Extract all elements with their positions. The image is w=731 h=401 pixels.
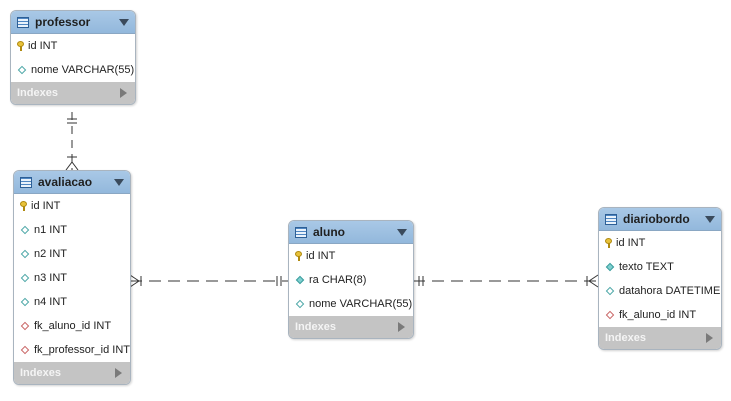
crowfoot-bottom [588, 280, 599, 288]
column-row[interactable]: n1 INT [14, 218, 130, 242]
expand-arrow-icon[interactable] [115, 368, 122, 378]
column-row[interactable]: datahora DATETIME [599, 279, 721, 303]
primary-key-icon [20, 201, 27, 211]
column-icon [20, 249, 30, 259]
column-row[interactable]: fk_professor_id INT [14, 338, 130, 362]
table-professor[interactable]: professor id INT nome VARCHAR(55) Indexe… [10, 10, 136, 105]
column-row[interactable]: fk_aluno_id INT [599, 303, 721, 327]
column-label: n4 INT [34, 296, 68, 308]
column-label: nome VARCHAR(55) [31, 64, 135, 76]
column-label: fk_aluno_id INT [619, 309, 697, 321]
table-name: professor [35, 15, 91, 29]
table-icon [17, 16, 29, 28]
indexes-label: Indexes [17, 87, 58, 99]
crowfoot-top [588, 274, 599, 282]
column-label: n3 INT [34, 272, 68, 284]
crowfoot-right [71, 161, 79, 171]
column-icon [20, 297, 30, 307]
column-label: datahora DATETIME [619, 285, 721, 297]
table-header[interactable]: diariobordo [599, 208, 721, 231]
column-row[interactable]: n4 INT [14, 290, 130, 314]
crowfoot-bottom [129, 280, 140, 288]
table-header[interactable]: aluno [289, 221, 413, 244]
column-row[interactable]: id INT [289, 244, 413, 268]
column-row[interactable]: n2 INT [14, 242, 130, 266]
not-null-column-icon [605, 262, 615, 272]
column-label: texto TEXT [619, 261, 674, 273]
column-row[interactable]: ra CHAR(8) [289, 268, 413, 292]
column-row[interactable]: id INT [14, 194, 130, 218]
indexes-label: Indexes [605, 332, 646, 344]
indexes-section[interactable]: Indexes [289, 316, 413, 338]
column-row[interactable]: nome VARCHAR(55) [289, 292, 413, 316]
collapse-arrow-icon[interactable] [114, 178, 124, 186]
crowfoot-left [65, 161, 73, 171]
column-label: id INT [616, 237, 646, 249]
column-row[interactable]: texto TEXT [599, 255, 721, 279]
primary-key-icon [605, 238, 612, 248]
column-label: ra CHAR(8) [309, 274, 367, 286]
table-name: avaliacao [38, 175, 93, 189]
column-row[interactable]: id INT [11, 34, 135, 58]
column-label: n1 INT [34, 224, 68, 236]
indexes-label: Indexes [295, 321, 336, 333]
expand-arrow-icon[interactable] [706, 333, 713, 343]
table-icon [605, 213, 617, 225]
column-label: nome VARCHAR(55) [309, 298, 413, 310]
indexes-section[interactable]: Indexes [14, 362, 130, 384]
column-row[interactable]: fk_aluno_id INT [14, 314, 130, 338]
column-icon [20, 273, 30, 283]
column-label: fk_aluno_id INT [34, 320, 112, 332]
column-icon [295, 299, 305, 309]
table-header[interactable]: avaliacao [14, 171, 130, 194]
expand-arrow-icon[interactable] [120, 88, 127, 98]
column-row[interactable]: n3 INT [14, 266, 130, 290]
foreign-key-icon [20, 345, 30, 355]
collapse-arrow-icon[interactable] [397, 228, 407, 236]
collapse-arrow-icon[interactable] [119, 18, 129, 26]
column-row[interactable]: id INT [599, 231, 721, 255]
table-avaliacao[interactable]: avaliacao id INT n1 INT n2 INT n3 INT n4… [13, 170, 131, 385]
table-header[interactable]: professor [11, 11, 135, 34]
column-icon [20, 225, 30, 235]
primary-key-icon [17, 41, 24, 51]
indexes-section[interactable]: Indexes [11, 82, 135, 104]
column-icon [17, 65, 27, 75]
primary-key-icon [295, 251, 302, 261]
collapse-arrow-icon[interactable] [705, 215, 715, 223]
table-icon [295, 226, 307, 238]
table-name: aluno [313, 225, 345, 239]
column-label: id INT [306, 250, 336, 262]
table-aluno[interactable]: aluno id INT ra CHAR(8) nome VARCHAR(55)… [288, 220, 414, 339]
table-name: diariobordo [623, 212, 690, 226]
column-label: n2 INT [34, 248, 68, 260]
foreign-key-icon [605, 310, 615, 320]
foreign-key-icon [20, 321, 30, 331]
not-null-column-icon [295, 275, 305, 285]
table-icon [20, 176, 32, 188]
crowfoot-top [129, 274, 140, 282]
indexes-section[interactable]: Indexes [599, 327, 721, 349]
column-label: id INT [31, 200, 61, 212]
column-icon [605, 286, 615, 296]
column-label: fk_professor_id INT [34, 344, 130, 356]
column-row[interactable]: nome VARCHAR(55) [11, 58, 135, 82]
indexes-label: Indexes [20, 367, 61, 379]
expand-arrow-icon[interactable] [398, 322, 405, 332]
column-label: id INT [28, 40, 58, 52]
table-diariobordo[interactable]: diariobordo id INT texto TEXT datahora D… [598, 207, 722, 350]
